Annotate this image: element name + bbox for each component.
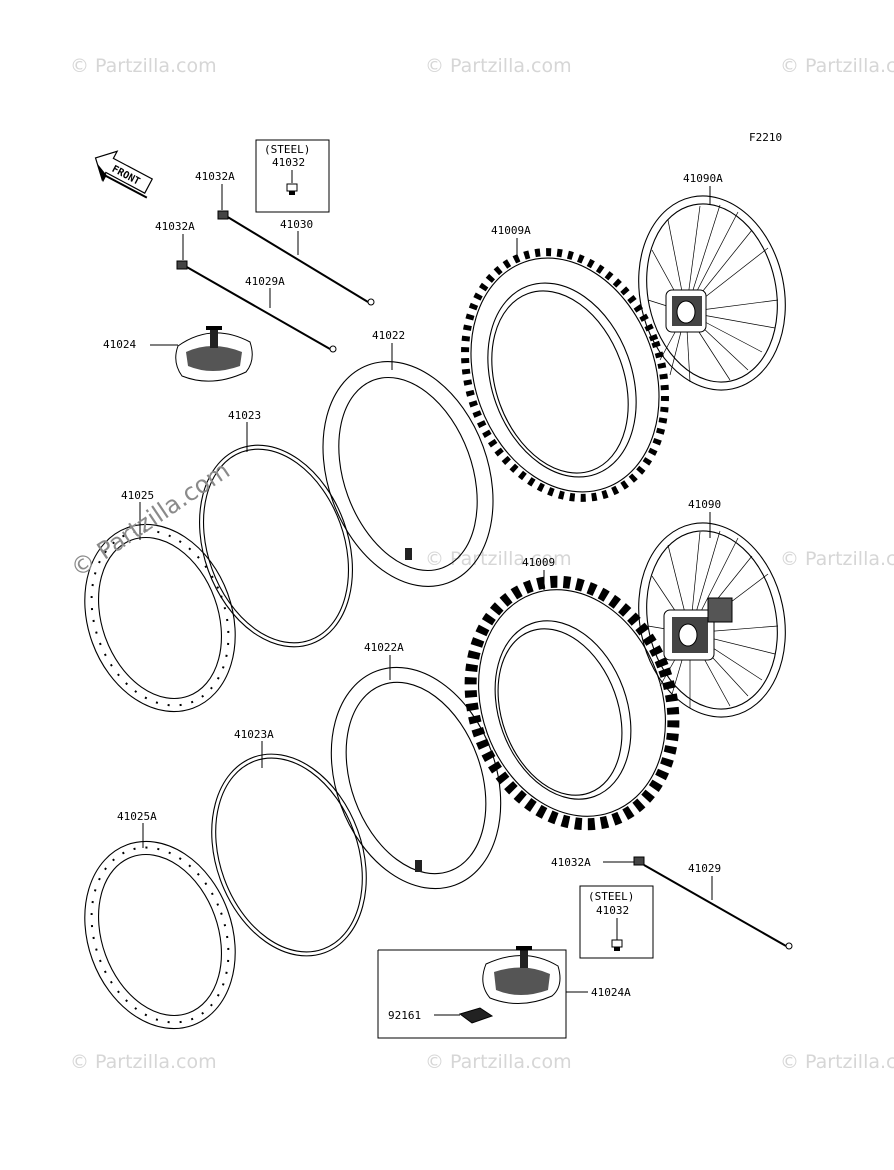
part-labels: 41032A 41032A 41030 41029A 41024 41022 4… — [103, 170, 723, 1022]
watermark: © Partzilla.com — [780, 55, 894, 77]
steel-box-title: (STEEL) — [264, 143, 310, 156]
rim-band-kit-box — [377, 949, 567, 1039]
wheel-41090A — [638, 195, 786, 391]
steel-box-part: 41032 — [272, 156, 305, 169]
label-41090: 41090 — [688, 498, 721, 511]
watermark: © Partzilla.com — [425, 55, 572, 77]
rim-band-41024A — [482, 946, 561, 1005]
label-41030: 41030 — [280, 218, 313, 231]
label-41023A: 41023A — [234, 728, 274, 741]
label-41032A: 41032A — [551, 856, 591, 869]
watermark: © Partzilla.com — [780, 1051, 894, 1073]
label-41022A: 41022A — [364, 641, 404, 654]
watermark: © Partzilla.com — [70, 1051, 217, 1073]
label-41029: 41029 — [688, 862, 721, 875]
label-41090A: 41090A — [683, 172, 723, 185]
spoke-41030 — [217, 210, 375, 306]
watermark-diagonal: © Partzilla.com — [66, 456, 235, 583]
label-41009: 41009 — [522, 556, 555, 569]
nipple-icon — [286, 183, 298, 195]
label-41032A: 41032A — [155, 220, 195, 233]
label-41023: 41023 — [228, 409, 261, 422]
figure-code: F2210 — [749, 131, 782, 144]
label-41032A: 41032A — [195, 170, 235, 183]
rim-tape-41023A — [211, 753, 367, 957]
watermark: © Partzilla.com — [425, 1051, 572, 1073]
bolt-92161 — [458, 1007, 494, 1024]
label-92161: 92161 — [388, 1009, 421, 1022]
rim-41025A — [84, 840, 236, 1030]
spoke-41029A — [176, 260, 337, 353]
rim-tape-41023 — [199, 444, 353, 648]
front-arrow-icon: FRONT — [94, 150, 154, 199]
watermark: © Partzilla.com — [780, 548, 894, 570]
steel-box-top: (STEEL) 41032 — [255, 139, 330, 213]
nipple-icon — [611, 939, 623, 951]
rim-41025 — [84, 523, 236, 713]
steel-box-part: 41032 — [596, 904, 629, 917]
rim-band-41024 — [175, 326, 253, 382]
tube-41022A — [330, 666, 502, 890]
label-41025: 41025 — [121, 489, 154, 502]
label-41025A: 41025A — [117, 810, 157, 823]
spoke-41029 — [633, 856, 793, 950]
label-41009A: 41009A — [491, 224, 531, 237]
watermark: © Partzilla.com — [70, 55, 217, 77]
label-41022: 41022 — [372, 329, 405, 342]
steel-box-bottom: (STEEL) 41032 — [579, 885, 654, 959]
tire-41009 — [464, 575, 680, 831]
label-41024: 41024 — [103, 338, 136, 351]
tire-41009A — [461, 248, 669, 502]
label-41024A: 41024A — [591, 986, 631, 999]
label-41029A: 41029A — [245, 275, 285, 288]
leader-lines — [139, 184, 713, 1016]
tube-41022 — [322, 361, 494, 587]
steel-box-title: (STEEL) — [588, 890, 634, 903]
wheel-41090 — [638, 522, 786, 718]
watermark-layer: © Partzilla.com © Partzilla.com © Partzi… — [70, 55, 894, 1073]
